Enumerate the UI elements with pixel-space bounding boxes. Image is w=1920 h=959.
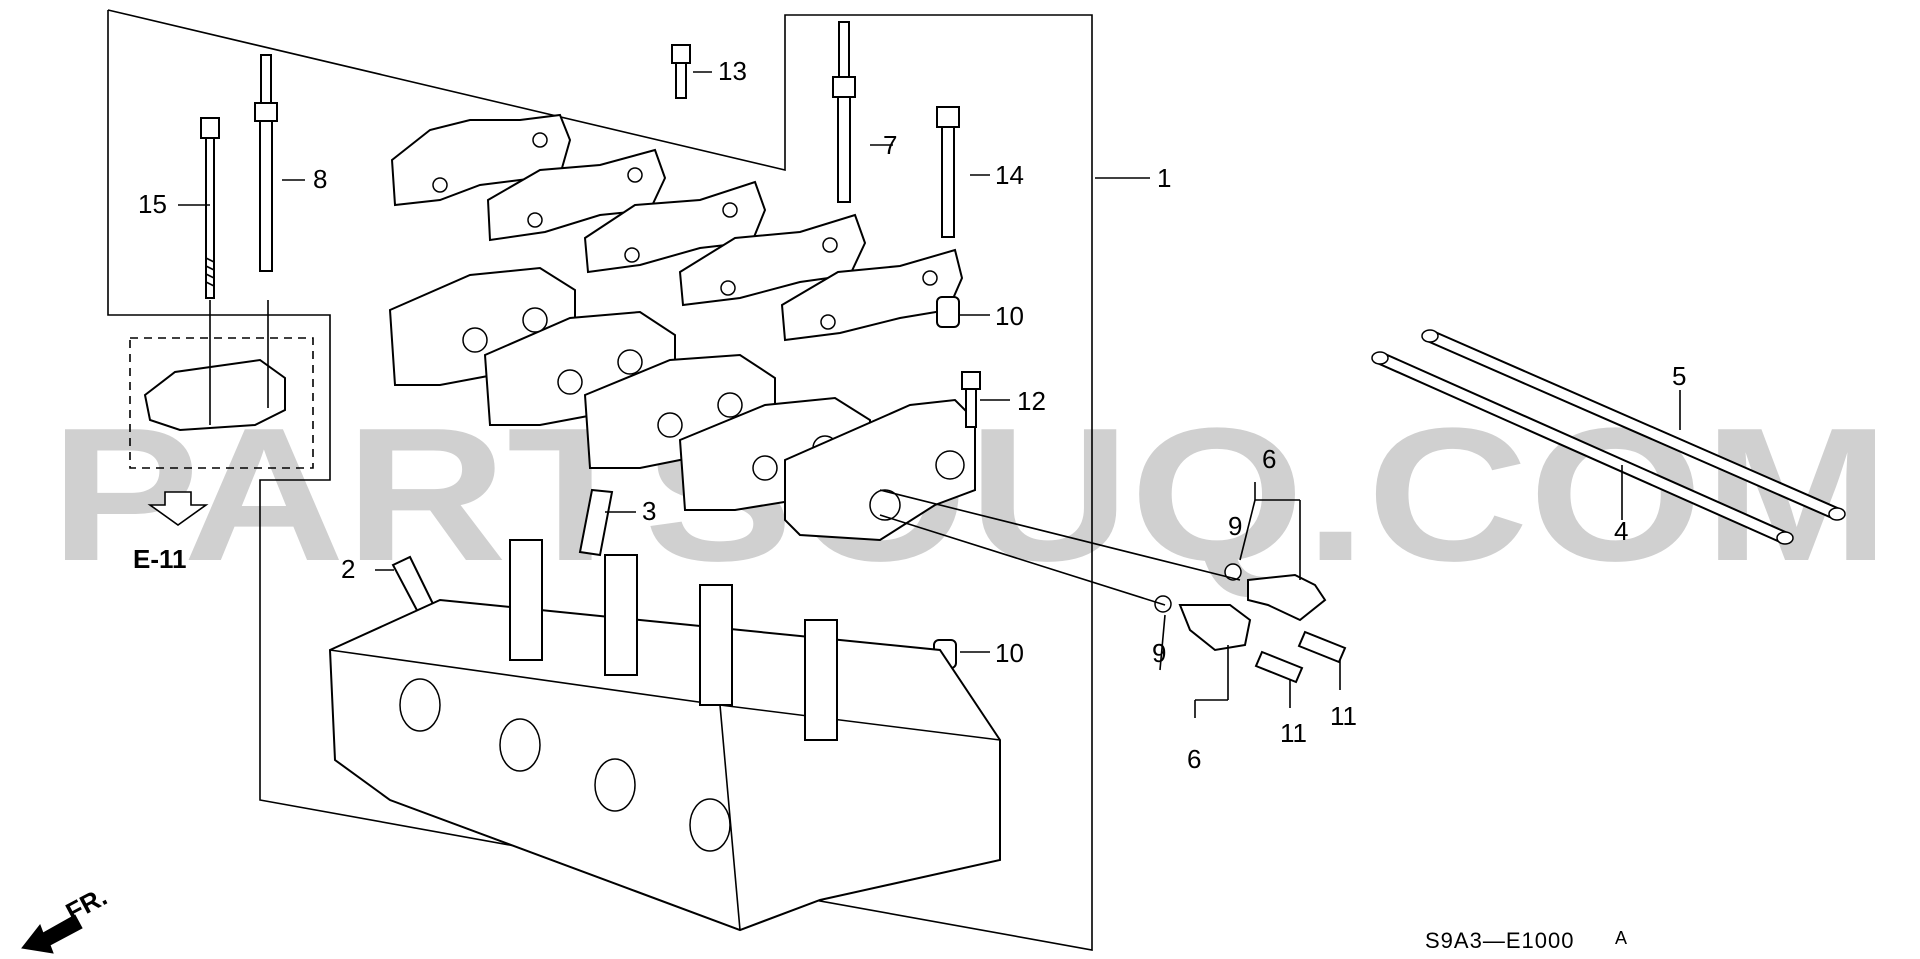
callout-6-lower: 6 [1187,744,1201,774]
callout-10-upper: 10 [995,301,1024,331]
callout-13: 13 [718,56,747,86]
bolt-15 [200,117,220,299]
valve-guide-3 [578,488,614,557]
bolt-13 [671,44,691,99]
bolt-14 [936,106,960,238]
diagram-code: S9A3—E1000 [1425,928,1574,953]
bolt-11-right [1297,630,1347,664]
callout-5: 5 [1672,361,1686,391]
leader-lines [178,71,1681,718]
stud-7 [832,21,856,203]
camshaft-holder-caps [390,113,964,342]
dowel-10-upper [936,296,960,328]
reference-box [129,337,314,469]
callout-6-upper: 6 [1262,444,1276,474]
cylinder-head [328,539,1001,932]
callout-12: 12 [1017,386,1046,416]
callout-15: 15 [138,189,167,219]
callout-2: 2 [341,554,355,584]
callout-1: 1 [1157,163,1171,193]
bolt-12 [961,371,981,428]
end-holder [784,398,976,542]
reference-box-cover [143,300,286,432]
callout-11-left: 11 [1280,718,1307,748]
callout-10-lower: 10 [995,638,1024,668]
callout-7: 7 [883,130,897,160]
bolt-8 [254,54,278,272]
callout-9-lower: 9 [1152,638,1166,668]
callout-8: 8 [313,164,327,194]
sensor-lower [1154,595,1252,652]
reference-label: E-11 [133,544,187,574]
callout-9-upper: 9 [1228,511,1242,541]
rocker-shaft-4 [1371,351,1794,545]
callout-3: 3 [642,496,656,526]
bolt-11-left [1254,650,1304,684]
front-arrow-icon [21,914,83,954]
rocker-shaft-5 [1421,329,1846,521]
callout-4: 4 [1614,516,1628,546]
sensor-upper [1224,563,1327,622]
callout-14: 14 [995,160,1024,190]
diagram-code-suffix: A [1615,928,1628,948]
callout-11-right: 11 [1330,701,1357,731]
assembly-boundary [107,9,1093,951]
reference-arrow-icon [147,491,209,526]
